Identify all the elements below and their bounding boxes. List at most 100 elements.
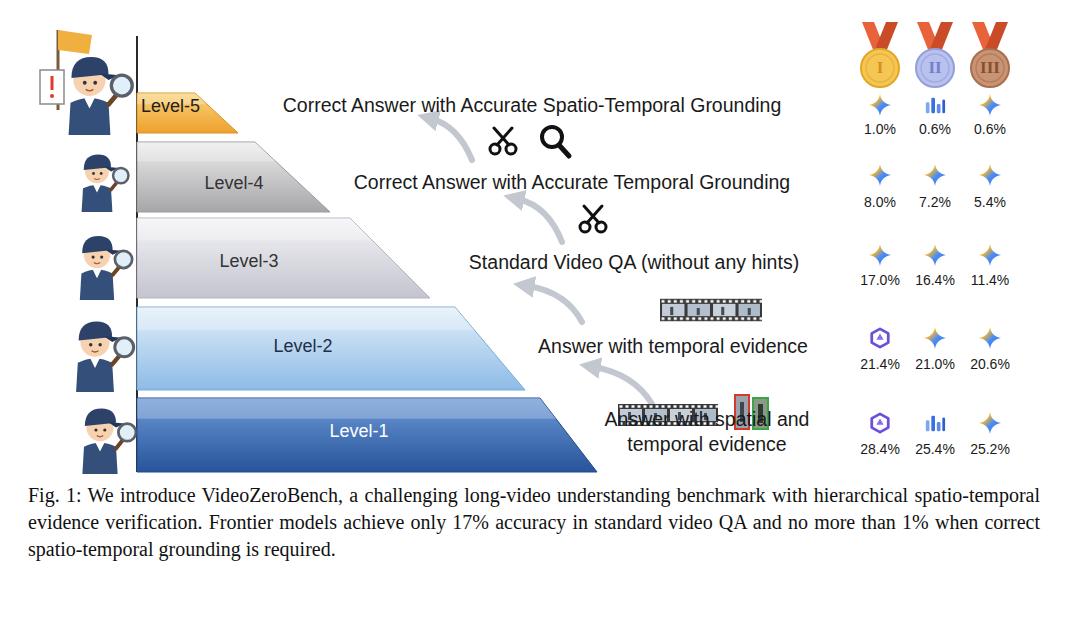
gemini-logo [869, 244, 891, 266]
level-band-shape [137, 218, 430, 298]
medal-disc [971, 49, 1009, 87]
bars-logo [926, 98, 945, 114]
detective-figure [80, 236, 132, 300]
accuracy-value: 20.6% [970, 356, 1010, 374]
art-part [596, 222, 606, 232]
level-bevel [137, 398, 556, 419]
medal-rank: I [877, 58, 884, 78]
scissors-icon [580, 206, 606, 232]
figure-caption: Fig. 1: We introduce VideoZeroBench, a c… [28, 482, 1040, 563]
art-part [51, 76, 54, 90]
pyramid-level: Level-5 [137, 93, 238, 133]
accuracy-value: 21.0% [915, 356, 955, 374]
medal-ring [976, 54, 1004, 82]
art-part [559, 145, 569, 156]
level-name: Level-3 [219, 251, 278, 272]
level-name: Level-2 [273, 336, 332, 357]
bars-logo [926, 416, 945, 432]
art-part [50, 94, 54, 98]
level-description: Answer with temporal evidence [538, 334, 808, 359]
accuracy-value: 1.0% [864, 121, 896, 139]
pyramid-level: Level-4 [137, 142, 330, 212]
accuracy-value: 0.6% [974, 121, 1006, 139]
gemini-logo [924, 164, 946, 186]
level-band [137, 398, 597, 472]
art-part [497, 128, 512, 145]
detective-figure [82, 408, 136, 474]
level-name: Level-5 [141, 96, 200, 117]
accuracy-value: 11.4% [971, 272, 1010, 290]
flag-detective [40, 30, 132, 135]
medal-badge: II [915, 48, 955, 88]
progress-arrow [518, 199, 562, 242]
medal-disc [861, 49, 899, 87]
accuracy-value: 25.4% [915, 441, 955, 459]
qwen-logo [872, 414, 889, 432]
art-part [587, 206, 602, 223]
accuracy-value: 7.2% [919, 194, 951, 212]
pyramid-level: Level-3 [137, 218, 430, 298]
film-strip [660, 299, 762, 321]
gemini-logo [979, 244, 1001, 266]
level-description: Standard Video QA (without any hints) [469, 250, 799, 275]
art-part [490, 144, 500, 154]
art-part [506, 144, 516, 154]
art-part [58, 30, 92, 54]
medal-badge: III [970, 48, 1010, 88]
level-bevel [137, 142, 276, 162]
level-name: Level-4 [204, 173, 263, 194]
progress-arrow [432, 119, 472, 160]
accuracy-value: 28.4% [860, 441, 900, 459]
level-description: Correct Answer with Accurate Spatio-Temp… [283, 93, 782, 118]
pyramid-level: Level-1 [137, 398, 597, 472]
level-description: Correct Answer with Accurate Temporal Gr… [354, 170, 790, 195]
magnifier-icon [542, 127, 569, 156]
gemini-logo [979, 327, 1001, 349]
medal-ribbon [862, 22, 1008, 52]
art-part [874, 22, 898, 52]
art-part [584, 206, 599, 223]
gemini-logo [979, 164, 1001, 186]
art-part [40, 70, 64, 104]
level-band [137, 307, 525, 390]
progress-arrow [528, 286, 582, 322]
accuracy-value: 0.6% [919, 121, 951, 139]
level-band [137, 142, 330, 212]
medal-badge: I [860, 48, 900, 88]
gemini-logo [979, 94, 1001, 116]
gemini-logo [979, 412, 1001, 434]
medal-rank: III [980, 58, 1000, 78]
medal-ring [921, 54, 949, 82]
gemini-logo [924, 244, 946, 266]
accuracy-value: 21.4% [860, 356, 900, 374]
level-band [137, 93, 238, 133]
level-description: Answer with spatial and temporal evidenc… [582, 407, 832, 457]
progress-arrow [594, 367, 652, 404]
medal-rank: II [928, 58, 941, 78]
level-band [137, 218, 430, 298]
scissors-icon [490, 128, 516, 154]
art-part [494, 128, 509, 145]
art-part [984, 22, 1008, 52]
level-bevel [137, 307, 475, 330]
detective-figure [76, 321, 134, 392]
accuracy-value: 25.2% [970, 441, 1010, 459]
art-part [580, 222, 590, 232]
medal-ring [866, 54, 894, 82]
accuracy-value: 5.4% [974, 194, 1006, 212]
gemini-logo [869, 164, 891, 186]
level-bevel [137, 218, 372, 240]
accuracy-value: 8.0% [864, 194, 896, 212]
art-part [69, 57, 133, 135]
qwen-logo [872, 329, 889, 347]
accuracy-value: 17.0% [860, 272, 900, 290]
level-name: Level-1 [329, 421, 388, 442]
gemini-logo [869, 94, 891, 116]
art-part [929, 22, 953, 52]
detective-figure [82, 155, 129, 212]
accuracy-value: 16.4% [915, 272, 955, 290]
medal-disc [916, 49, 954, 87]
gemini-logo [924, 327, 946, 349]
pyramid-level: Level-2 [137, 307, 525, 390]
